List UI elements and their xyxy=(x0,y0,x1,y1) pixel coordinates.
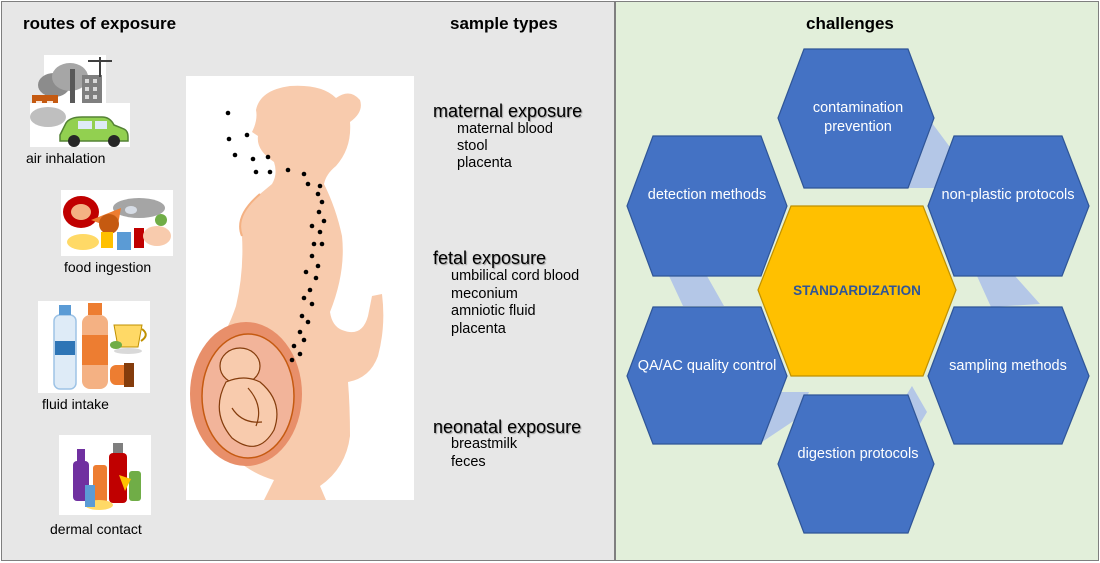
sample-types-heading: sample types xyxy=(450,14,558,33)
sample-item: placenta xyxy=(451,321,506,337)
hex-digestion-protocols xyxy=(777,394,935,534)
right-panel: challenges contamination prevention non-… xyxy=(615,1,1099,561)
challenges-heading: challenges xyxy=(806,14,894,33)
sample-item: umbilical cord blood xyxy=(451,268,580,284)
route-food-label: food ingestion xyxy=(64,259,152,275)
challenge-label: sampling methods xyxy=(949,358,1067,374)
challenge-label: detection methods xyxy=(647,187,767,203)
cosmetics-icon xyxy=(59,435,151,515)
routes-heading: routes of exposure xyxy=(23,14,177,33)
challenges-hexagon-diagram xyxy=(626,48,1090,534)
route-fluid-label: fluid intake xyxy=(42,396,109,412)
route-air-label: air inhalation xyxy=(26,150,106,166)
neonatal-exposure-title: neonatal exposure xyxy=(433,417,582,437)
challenge-label: digestion protocols xyxy=(797,446,919,462)
fetal-exposure-title: fetal exposure xyxy=(433,248,547,268)
standardization-label: STANDARDIZATION xyxy=(793,283,921,298)
sample-item: placenta xyxy=(457,155,512,171)
hex-standardization xyxy=(757,205,957,377)
sample-item: breastmilk xyxy=(451,436,518,452)
challenge-label: contamination prevention xyxy=(812,100,904,135)
sample-item: stool xyxy=(457,138,488,154)
hex-sampling-methods xyxy=(927,306,1090,445)
sample-item: feces xyxy=(451,454,486,470)
hexagons xyxy=(626,48,1090,534)
left-panel: routes of exposure sample types air inha… xyxy=(1,1,615,561)
challenge-label: QA/AC quality control xyxy=(637,358,777,374)
challenge-label: non-plastic protocols xyxy=(941,187,1075,203)
sample-item: meconium xyxy=(451,286,518,302)
sample-item: amniotic fluid xyxy=(451,303,536,319)
hex-detection-methods xyxy=(626,135,788,277)
hex-qa-ac-quality-control xyxy=(626,306,788,445)
factory-car-icon xyxy=(30,55,130,147)
microplastic-particles xyxy=(225,110,327,363)
route-dermal-label: dermal contact xyxy=(50,521,142,537)
sample-item: maternal blood xyxy=(457,121,553,137)
maternal-exposure-title: maternal exposure xyxy=(433,101,583,121)
hex-contamination-prevention xyxy=(777,48,935,189)
drinks-icon xyxy=(38,301,150,393)
hex-non-plastic-protocols xyxy=(927,135,1090,277)
pregnant-woman-microplastics-icon xyxy=(186,76,414,500)
food-icon xyxy=(61,190,173,256)
